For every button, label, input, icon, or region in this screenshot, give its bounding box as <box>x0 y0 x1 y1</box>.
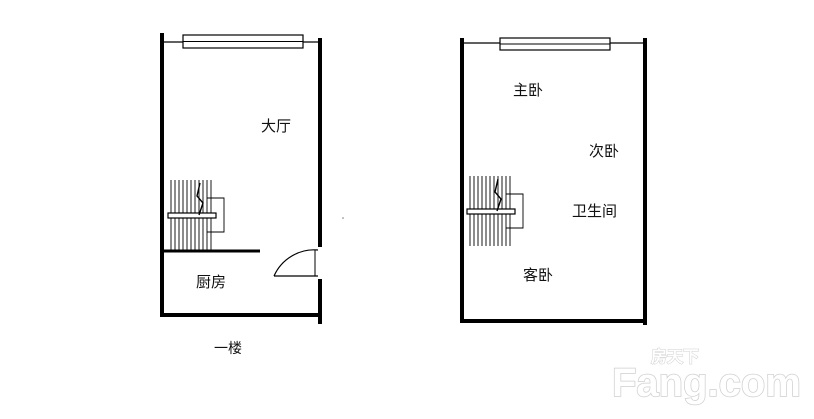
right-floor-plan: 主卧 次卧 卫生间 客卧 <box>460 37 647 325</box>
guest-bedroom-label: 客卧 <box>523 266 553 284</box>
right-floor-window <box>499 37 611 51</box>
second-bedroom-label: 次卧 <box>589 142 619 160</box>
right-staircase <box>466 176 524 246</box>
left-floor-window <box>182 34 304 49</box>
watermark-subtitle: 房天下 <box>651 347 699 366</box>
left-floor-plan: 大厅 厨房 一楼 <box>160 33 344 357</box>
left-staircase <box>167 180 225 251</box>
kitchen-label: 厨房 <box>196 273 226 291</box>
master-bedroom-label: 主卧 <box>513 81 543 99</box>
entry-door <box>273 249 319 277</box>
watermark-logo-text: Fang.com <box>612 361 801 405</box>
stray-mark <box>342 217 344 219</box>
bathroom-label: 卫生间 <box>572 202 617 220</box>
first-floor-caption: 一楼 <box>214 341 242 357</box>
living-room-label: 大厅 <box>261 117 291 135</box>
fang-watermark: 房天下 Fang.com <box>611 347 801 406</box>
